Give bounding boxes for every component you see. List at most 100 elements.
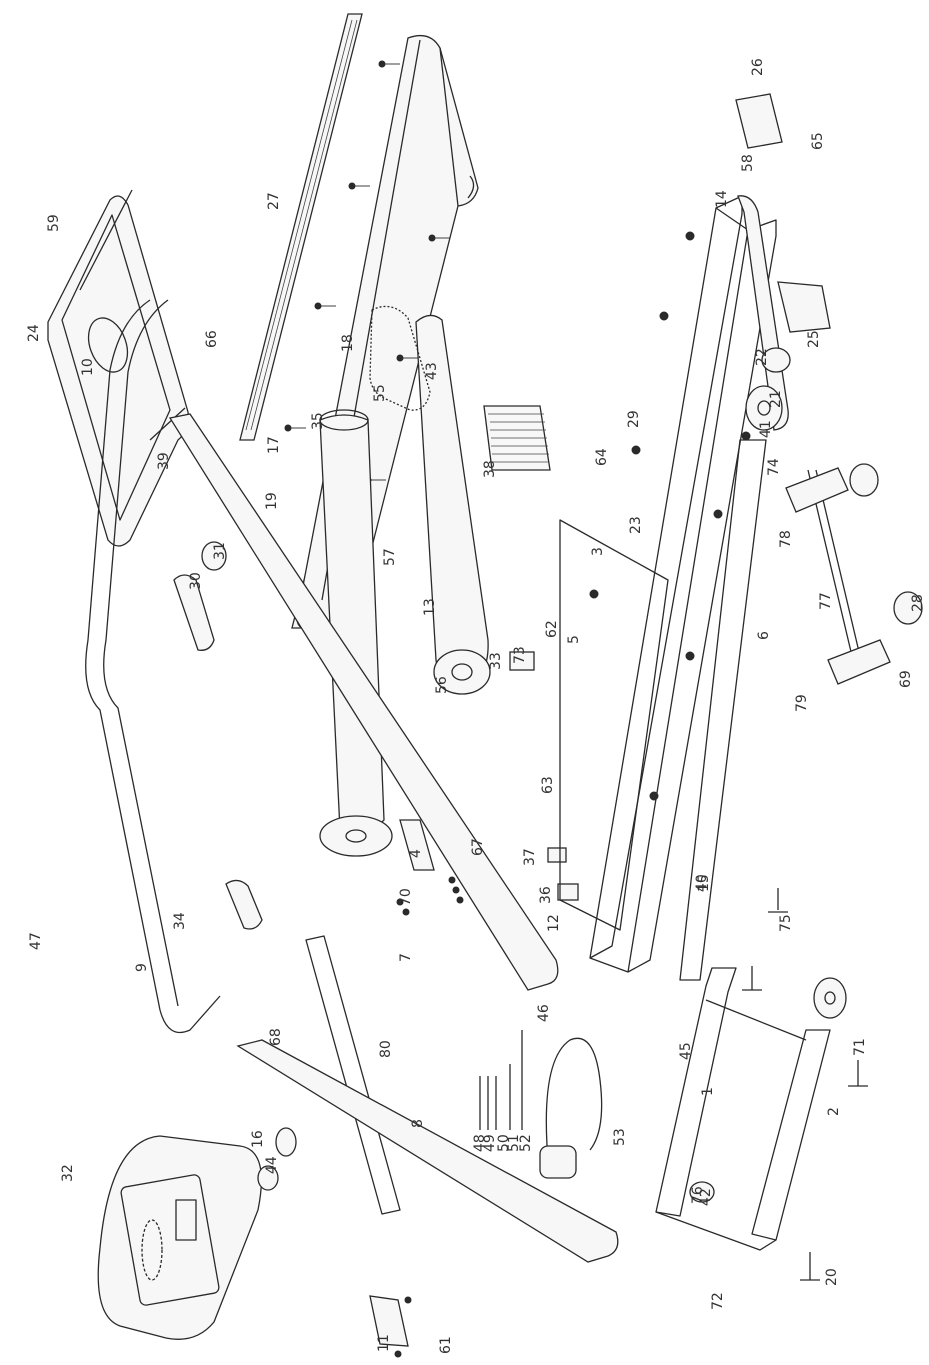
callout-label: 17 [266, 436, 282, 454]
callout-label: 71 [852, 1038, 868, 1056]
callout-label: 23 [628, 516, 644, 534]
callout-label: 53 [612, 1128, 628, 1146]
small-brackets [509, 651, 579, 901]
callout-label: 29 [626, 410, 642, 428]
side-rail-27 [239, 13, 363, 441]
callout-label: 5 [566, 635, 582, 644]
callout-label: 44 [264, 1156, 280, 1174]
callout-label: 68 [268, 1028, 284, 1046]
callout-label: 61 [438, 1336, 454, 1354]
rear-roller [415, 314, 491, 695]
callout-labels: 1 2 3 4 5 6 7 8 9 10 11 12 13 14 15 16 1… [26, 58, 926, 1354]
callout-label: 49 [482, 1134, 498, 1152]
callout-label: 43 [424, 362, 440, 380]
callout-label: 66 [204, 330, 220, 348]
callout-label: 15 [696, 874, 712, 892]
callout-label: 21 [768, 390, 784, 408]
callout-label: 55 [372, 384, 388, 402]
callout-label: 1 [700, 1087, 716, 1096]
callout-label: 22 [754, 348, 770, 366]
callout-label: 52 [518, 1134, 534, 1152]
callout-label: 58 [740, 154, 756, 172]
callout-label: 45 [678, 1042, 694, 1060]
callout-label: 36 [538, 886, 554, 904]
callout-label: 77 [818, 592, 834, 610]
callout-label: 37 [522, 848, 538, 866]
callout-label: 57 [382, 548, 398, 566]
upright-80 [305, 935, 401, 1215]
callout-label: 59 [46, 214, 62, 232]
callout-label: 76 [690, 1186, 706, 1204]
frame-hardware [589, 231, 751, 801]
callout-label: 31 [212, 542, 228, 560]
leveling-feet [742, 888, 868, 1281]
callout-label: 50 [496, 1134, 512, 1152]
base-frame [655, 439, 831, 1251]
console-knob-44 [257, 1165, 279, 1191]
callout-label: 16 [250, 1130, 266, 1148]
handrail [85, 299, 263, 1034]
callout-label: 32 [60, 1164, 76, 1182]
callout-label: 28 [910, 594, 926, 612]
callout-label: 38 [482, 460, 498, 478]
callout-label: 65 [810, 132, 826, 150]
callout-label: 80 [378, 1040, 394, 1058]
callout-label: 10 [80, 358, 96, 376]
callout-label: 12 [546, 914, 562, 932]
callout-label: 40 [694, 874, 710, 892]
callout-label: 26 [750, 58, 766, 76]
callout-label: 19 [264, 492, 280, 510]
console [97, 1135, 263, 1340]
callout-label: 27 [266, 192, 282, 210]
callout-label: 74 [766, 458, 782, 476]
callout-label: 48 [472, 1134, 488, 1152]
callout-label: 73 [512, 646, 528, 664]
callout-label: 3 [590, 547, 606, 556]
end-cap-25 [761, 281, 831, 373]
callout-label: 42 [698, 1188, 714, 1206]
callout-label: 6 [756, 631, 772, 640]
console-knob-16 [275, 1127, 297, 1157]
upright-8 [236, 1039, 619, 1263]
bracket-11 [369, 1295, 412, 1358]
callout-label: 75 [778, 914, 794, 932]
callout-label: 62 [544, 620, 560, 638]
callout-label: 18 [340, 334, 356, 352]
main-frame [559, 195, 789, 973]
callout-label: 7 [398, 953, 414, 962]
callout-label: 70 [398, 888, 414, 906]
callout-label: 39 [156, 452, 172, 470]
callout-label: 24 [26, 324, 42, 342]
callout-label: 35 [310, 412, 326, 430]
callout-label: 47 [28, 932, 44, 950]
callout-label: 51 [506, 1134, 522, 1152]
cables [479, 1030, 523, 1130]
callout-label: 8 [410, 1119, 426, 1128]
callout-label: 9 [134, 963, 150, 972]
callout-label: 25 [806, 330, 822, 348]
motor-bracket [396, 819, 464, 916]
callout-label: 78 [778, 530, 794, 548]
end-cap-26 [735, 93, 783, 149]
callout-label: 64 [594, 448, 610, 466]
callout-label: 56 [434, 676, 450, 694]
controller-board [483, 405, 551, 471]
callout-label: 34 [172, 912, 188, 930]
callout-label: 33 [488, 652, 504, 670]
callout-label: 20 [824, 1268, 840, 1286]
callout-label: 67 [470, 838, 486, 856]
callout-label: 11 [376, 1334, 392, 1352]
callout-label: 13 [422, 598, 438, 616]
callout-label: 46 [536, 1004, 552, 1022]
rear-axle [785, 467, 891, 685]
callout-label: 79 [794, 694, 810, 712]
drive-belt [369, 305, 431, 411]
power-cord [539, 1037, 603, 1179]
callout-label: 14 [714, 190, 730, 208]
callout-label: 63 [540, 776, 556, 794]
callout-label: 30 [188, 572, 204, 590]
callout-label: 4 [408, 849, 424, 858]
motor-hood [47, 189, 189, 547]
wheels [689, 385, 923, 1203]
